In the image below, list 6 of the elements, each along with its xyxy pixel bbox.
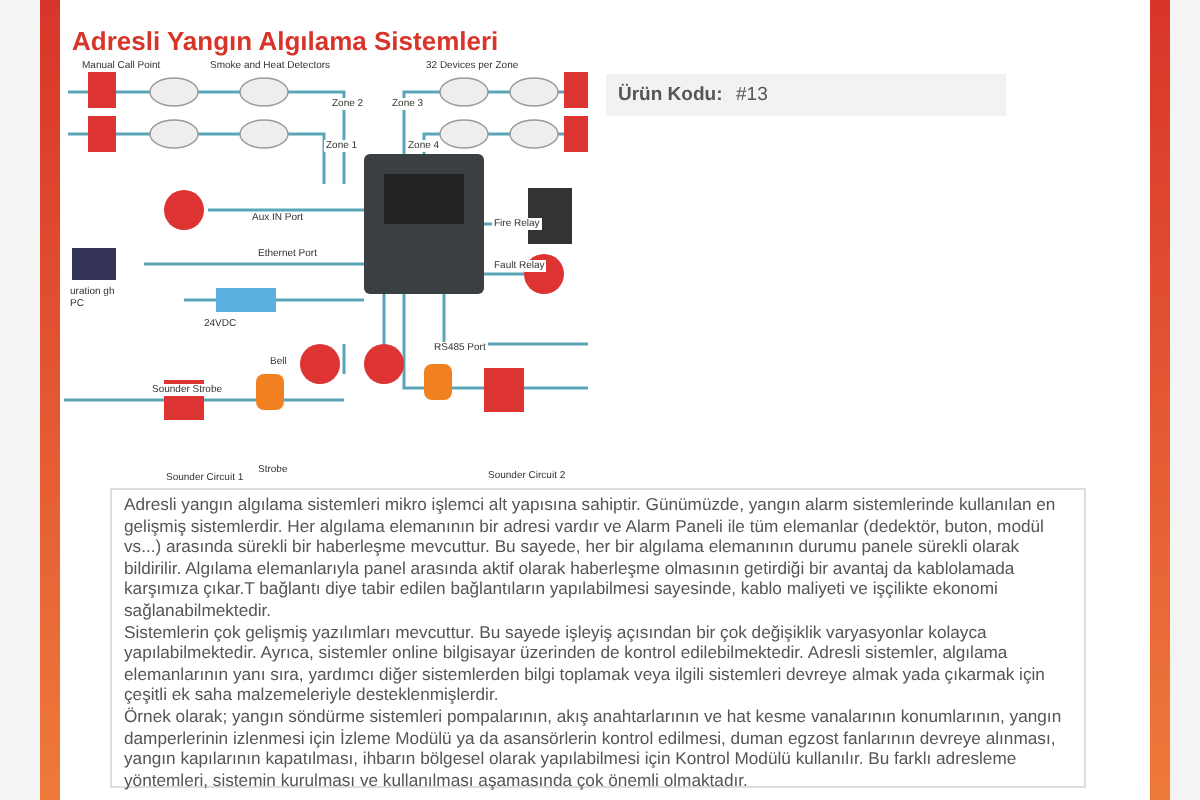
page-title: Adresli Yangın Algılama Sistemleri: [72, 26, 499, 56]
paragraph: Örnek olarak; yangın söndürme sistemleri pompalarının, akış anahtarlarının ve hat kesme vanalarının konumlarının, yangın damperlerinin izlenmesi için İzleme Modülü ya da asansörlerin kontrol edilmesi, duman egzost fanlarının devreye alınması, yangın kapılarının kapatılması, ihbarın bölgesel olarak yapılabilmesi için Kontrol Modülü kullanılır. Bu farklı adresleme yöntemleri, sistemin kurulması ve kullanılması aşamasında çok önemli olmaktadır.: [124, 705, 1064, 791]
field-value: #13: [736, 84, 768, 106]
paragraph: Adresli yangın algılama sistemleri mikro işlemci alt yapısına sahiptir. Günümüzde, yangın alarm sistemlerinde kullanılan en gelişmiş sistemlerdir. Her algılama elemanının bir adresi vardır ve Alarm Paneli ile tüm elemanlar (dedektör, buton, modül vs...) arasında sürekli bir haberleşme mevcuttur. Bu sayede, her bir algılama elemanının durumu panele sürekli olarak bildirilir. Algılama elemanlarıyla panel arasında aktif olarak haberleşme olmasının getirdiği bir avantaj da kablolamada karşımıza çıkar.T bağlantı diye tabir edilen bağlantıların yapılabilmesi sayesinde, kablo maliyeti ve işçilikte ekonomi sağlanabilmektedir.: [124, 494, 1058, 622]
paragraph: Sistemlerin çok gelişmiş yazılımları mevcuttur. Bu sayede işleyiş açısından bir çok değişiklik varyasyonlar kolayca yapılabilmektedir. Ayrıca, sistemler online bilgisayar üzerinden de kontrol edilebilmektedir. Adresli sistemler, algılama elemanlarının yanı sıra, yardımcı diğer sistemlerden bilgi toplamak veya ilgili sistemleri devreye almak yada çıkarmak için çeşitli ek saha malzemeleriyle desteklenmişlerdir.: [124, 621, 1047, 706]
field-label: Ürün Kodu:: [618, 84, 723, 106]
